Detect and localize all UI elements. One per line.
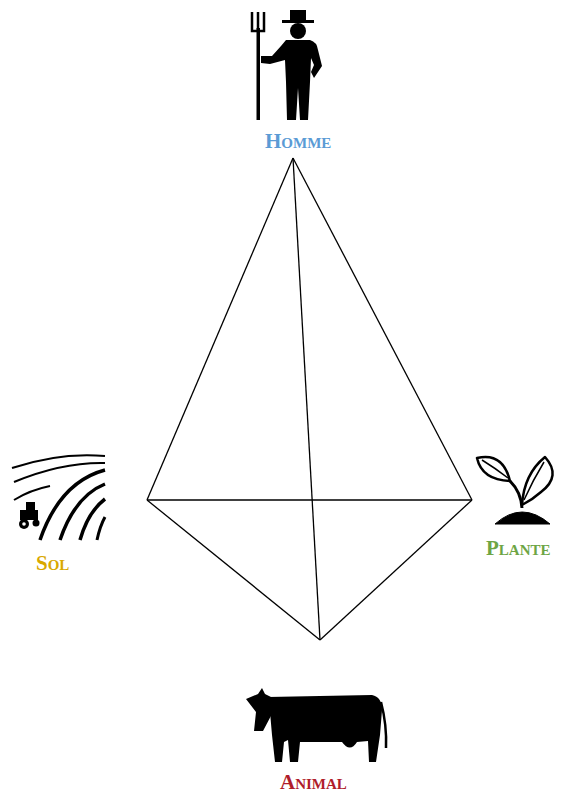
field-icon bbox=[12, 455, 105, 540]
node-label: Plante bbox=[486, 537, 551, 560]
tetrahedron-edge bbox=[147, 158, 293, 500]
concept-node: Sol bbox=[10, 450, 147, 580]
concept-node: Plante bbox=[472, 450, 560, 568]
concept-node: Animal bbox=[250, 640, 390, 797]
tetrahedron-edge bbox=[293, 158, 320, 640]
tetrahedron-edge bbox=[320, 500, 472, 640]
concept-node: Homme bbox=[243, 10, 343, 158]
tetrahedron-edge bbox=[147, 499, 472, 500]
farmer-icon bbox=[252, 10, 322, 120]
node-label: Animal bbox=[280, 771, 347, 794]
tetrahedron-edge bbox=[293, 158, 472, 500]
cow-icon bbox=[246, 688, 386, 762]
node-label: Sol bbox=[36, 552, 69, 575]
node-label: Homme bbox=[265, 130, 331, 153]
tetrahedron-edge bbox=[147, 500, 320, 640]
seedling-icon bbox=[477, 457, 553, 524]
